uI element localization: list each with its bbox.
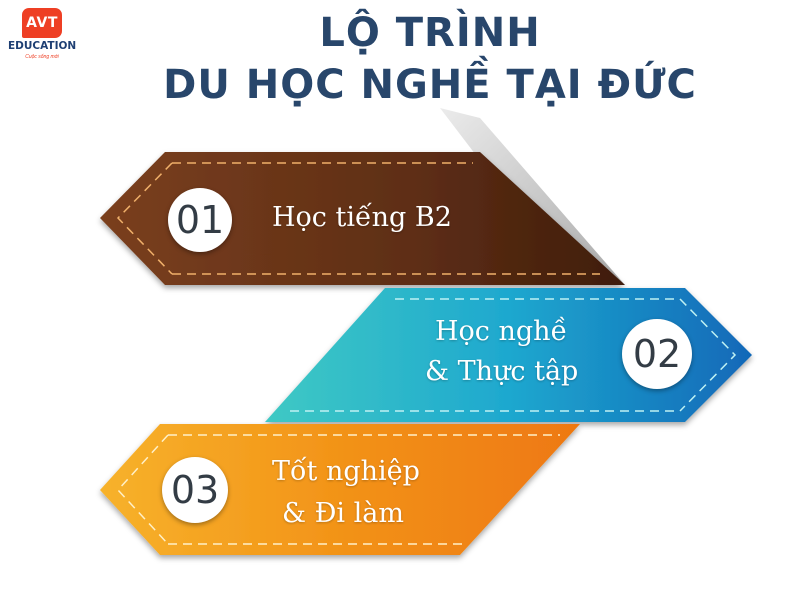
step-3-arrow — [100, 424, 580, 555]
step-3-number-badge: 03 — [162, 457, 228, 523]
step-2-number-badge: 02 — [622, 319, 692, 389]
step-1-label: Học tiếng B2 — [272, 202, 452, 233]
step-3-label-line-1: Tốt nghiệp — [272, 456, 420, 487]
step-2-label-line-1: Học nghề — [435, 316, 568, 347]
logo-name: EDUCATION — [8, 40, 77, 52]
fold-shadow-top — [440, 108, 625, 285]
step-2-arrow — [265, 288, 752, 422]
avt-education-logo: AVT EDUCATION Cuộc sống mới — [8, 8, 76, 68]
step-2-label-line-2: & Thực tập — [425, 356, 579, 387]
page-title-line-1: LỘ TRÌNH — [319, 10, 541, 56]
step-1-arrow — [100, 152, 625, 285]
logo-mark: AVT — [22, 8, 62, 38]
page-title-line-2: DU HỌC NGHỀ TẠI ĐỨC — [163, 62, 697, 108]
step-3-label-line-2: & Đi làm — [282, 498, 404, 529]
step-1-number-badge: 01 — [168, 188, 232, 252]
logo-tagline: Cuộc sống mới — [25, 54, 59, 60]
